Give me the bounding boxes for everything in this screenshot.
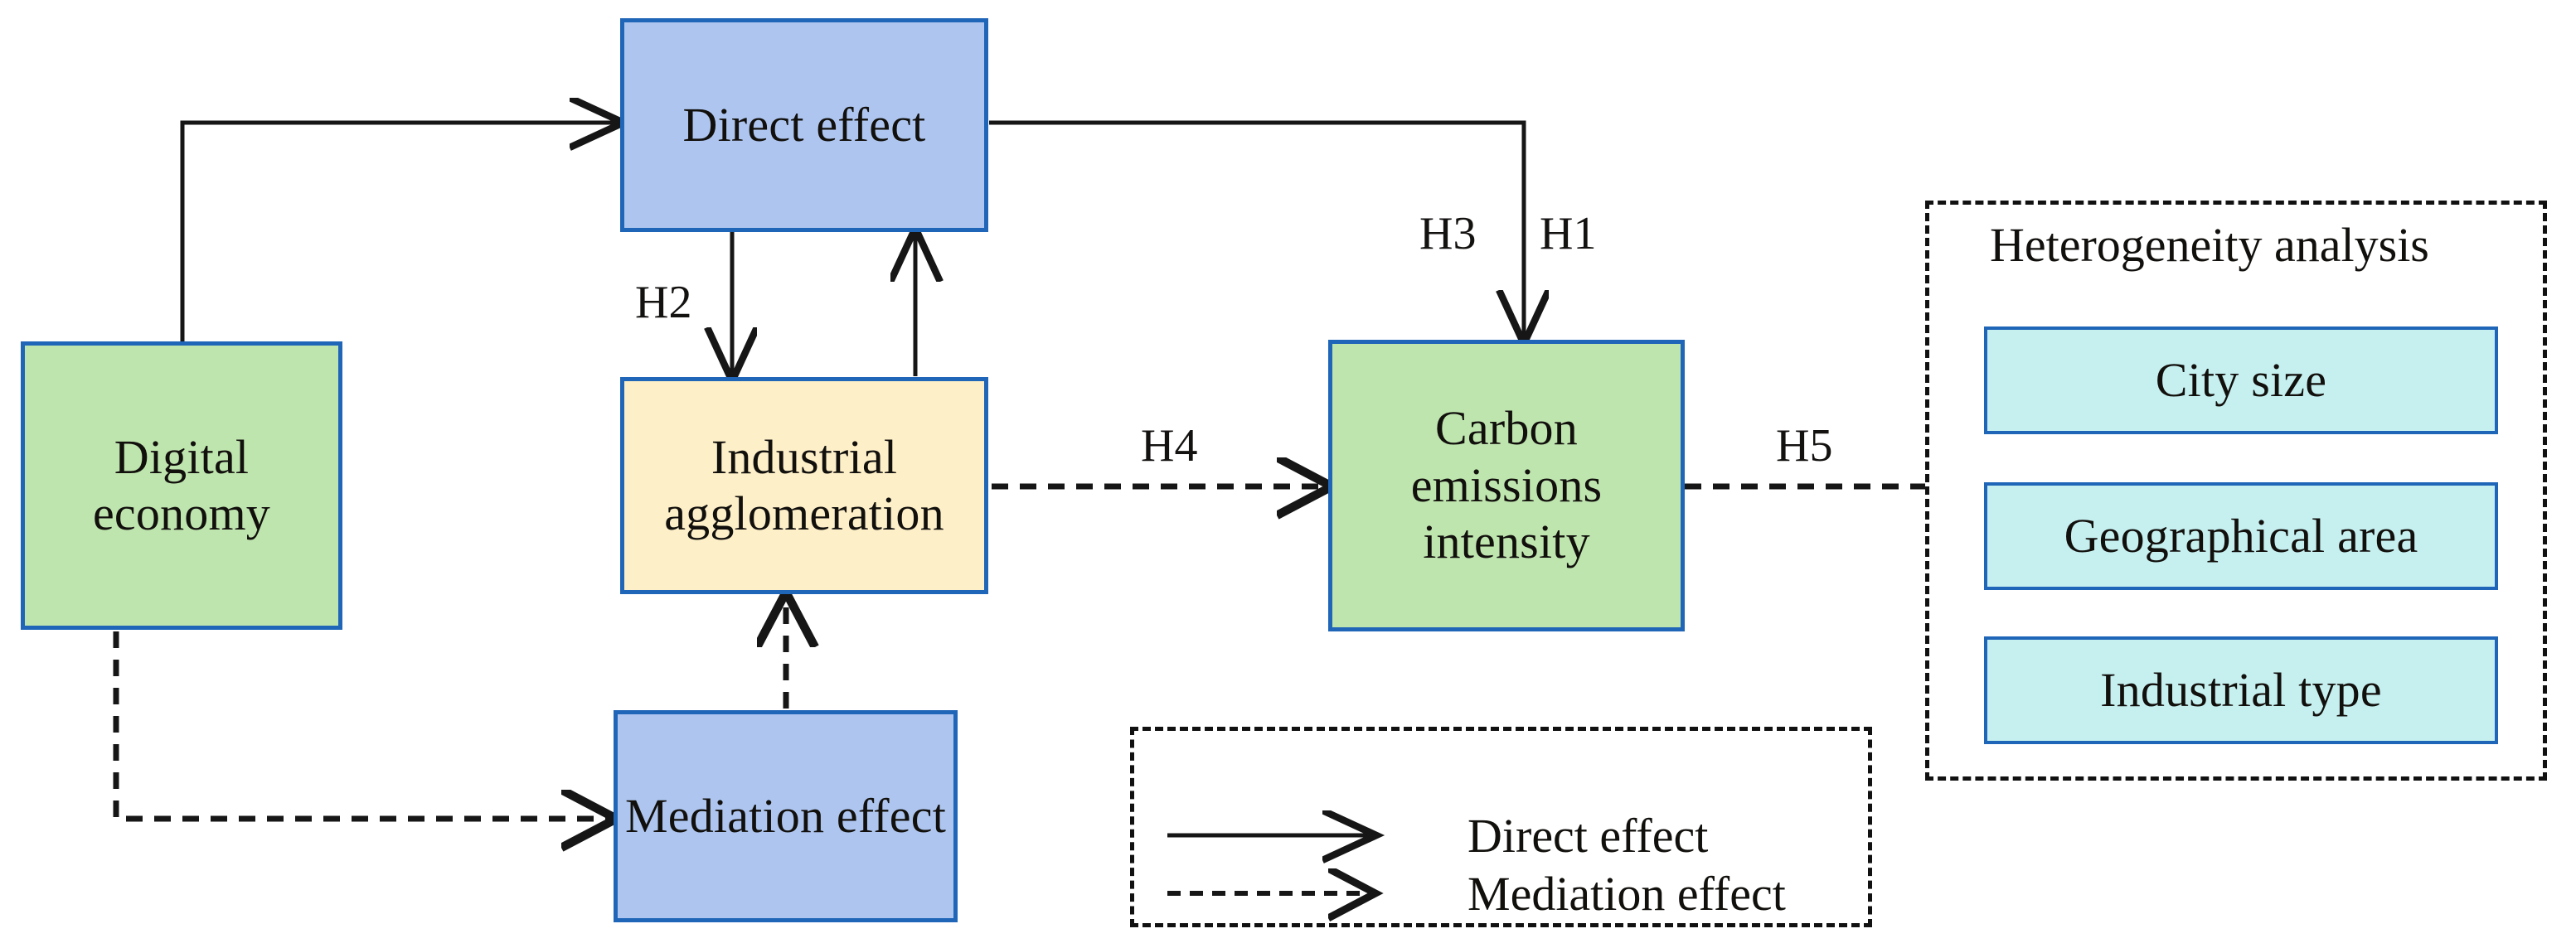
heterogeneity-item-city-size[interactable]: City size [1984, 326, 2498, 434]
heterogeneity-item-city-size-label: City size [2155, 352, 2327, 407]
heterogeneity-panel-title: Heterogeneity analysis [1990, 218, 2429, 272]
node-digital-economy-line-2: economy [92, 486, 270, 540]
legend-label-mediation-effect: Mediation effect [1467, 867, 1786, 921]
node-mediation-effect-label: Mediation effect [624, 788, 947, 843]
node-industrial-agglomeration[interactable]: Industrial agglomeration [620, 377, 988, 594]
edge-digital-to-mediation [113, 631, 608, 819]
heterogeneity-item-industrial-type[interactable]: Industrial type [1984, 636, 2498, 744]
node-mediation-effect[interactable]: Mediation effect [614, 710, 958, 922]
edge-digital-to-direct [180, 123, 615, 344]
node-industrial-line-2: agglomeration [664, 486, 944, 540]
node-carbon-line-3: intensity [1423, 515, 1590, 569]
heterogeneity-item-geographical-area-label: Geographical area [2064, 508, 2418, 563]
legend-label-direct-effect: Direct effect [1467, 809, 1709, 863]
node-carbon-emissions-intensity[interactable]: Carbon emissions intensity [1328, 340, 1685, 631]
heterogeneity-item-geographical-area[interactable]: Geographical area [1984, 482, 2498, 590]
label-h5: H5 [1776, 420, 1833, 472]
node-carbon-label: Carbon emissions intensity [1411, 400, 1603, 570]
node-carbon-line-2: emissions [1410, 457, 1603, 512]
node-industrial-line-1: Industrial [711, 429, 898, 484]
label-h1: H1 [1540, 208, 1597, 259]
legend-panel [1130, 727, 1872, 927]
node-carbon-line-1: Carbon [1435, 401, 1578, 456]
edge-direct-to-carbon [989, 120, 1524, 336]
node-industrial-agglomeration-label: Industrial agglomeration [664, 429, 944, 543]
node-digital-economy-line-1: Digital [114, 429, 250, 484]
node-digital-economy-label: Digital economy [93, 429, 270, 543]
node-digital-economy[interactable]: Digital economy [21, 341, 342, 630]
heterogeneity-item-industrial-type-label: Industrial type [2100, 662, 2382, 717]
label-h2: H2 [635, 277, 692, 328]
label-h3: H3 [1419, 208, 1477, 259]
node-direct-effect[interactable]: Direct effect [620, 18, 988, 232]
heterogeneity-panel [1925, 201, 2547, 781]
node-direct-effect-label: Direct effect [682, 97, 926, 152]
label-h4: H4 [1141, 420, 1198, 472]
